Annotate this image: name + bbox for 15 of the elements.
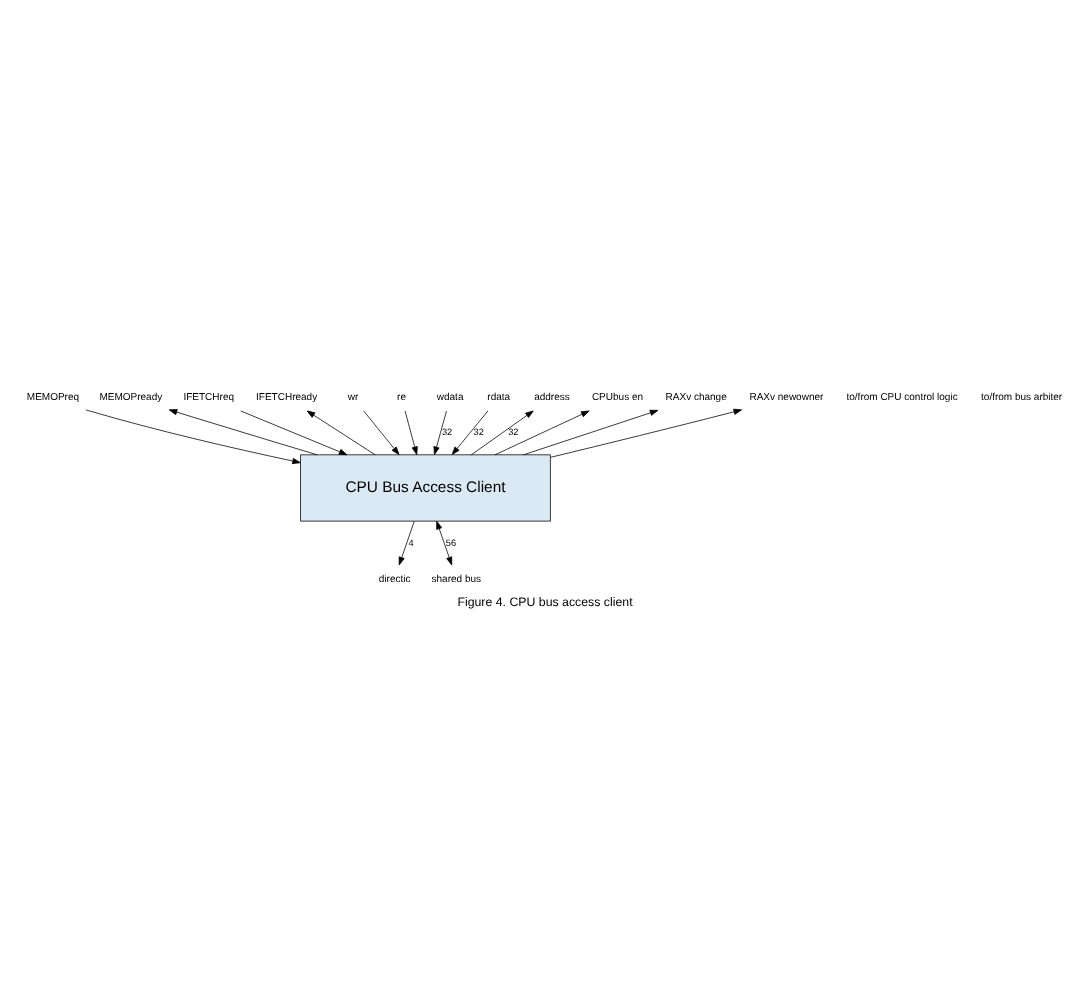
arrow xyxy=(85,408,301,464)
arrow xyxy=(398,519,415,565)
arrow xyxy=(404,409,418,454)
arrow xyxy=(306,409,376,455)
arrow xyxy=(168,408,318,455)
node-box: CPU Bus Access Client xyxy=(300,453,551,521)
arrow xyxy=(523,408,659,455)
arrow xyxy=(550,407,743,457)
arrow xyxy=(363,409,400,454)
arrow xyxy=(436,519,453,565)
arrow xyxy=(451,409,489,454)
arrow xyxy=(240,409,348,455)
arrow xyxy=(433,409,447,454)
arrow xyxy=(470,409,534,455)
arrow xyxy=(494,409,590,455)
